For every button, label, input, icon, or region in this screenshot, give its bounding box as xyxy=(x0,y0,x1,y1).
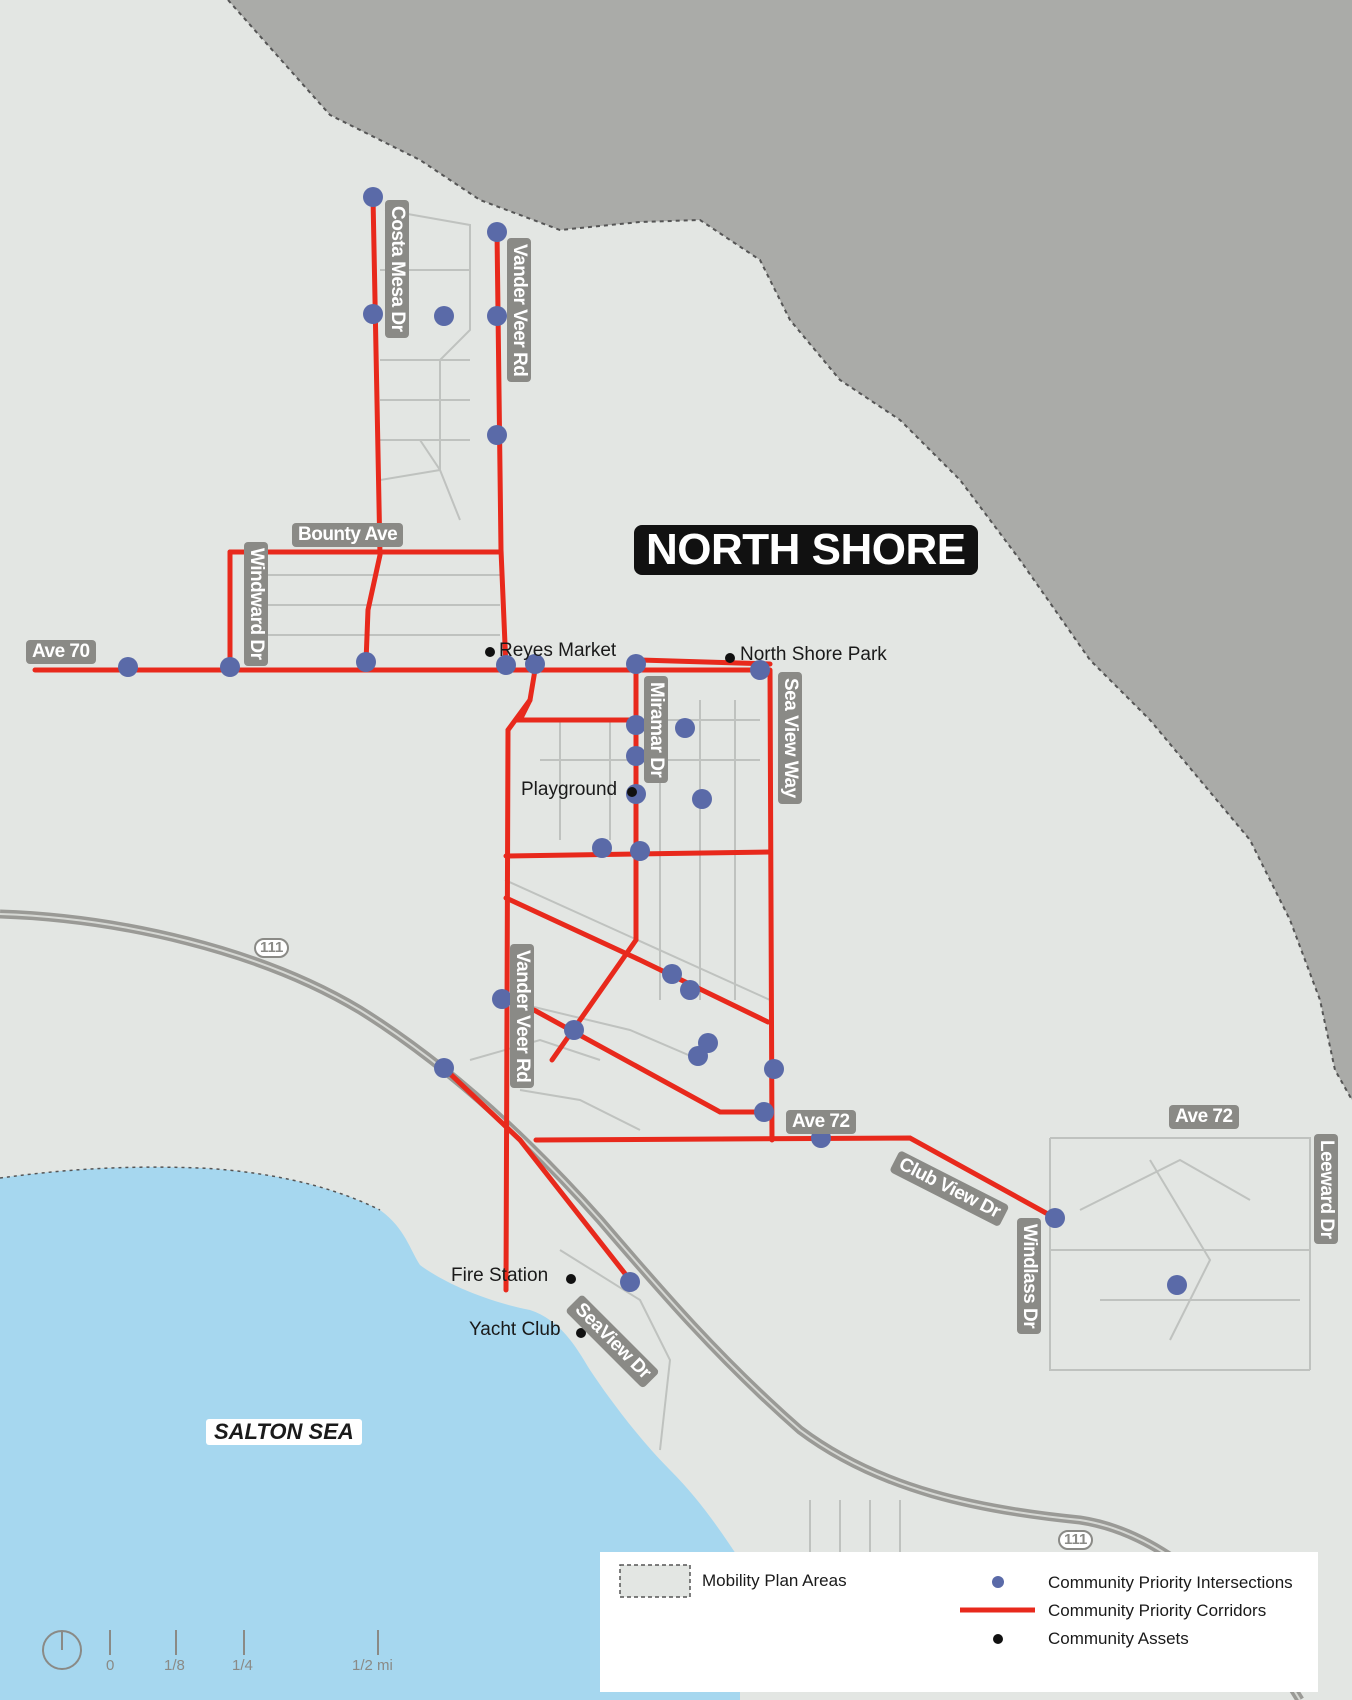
street-label-vander-veer-south: Vander Veer Rd xyxy=(510,944,534,1089)
corridor-diag-1 xyxy=(503,895,771,1025)
legend-community-assets: Community Assets xyxy=(1048,1629,1189,1648)
intersection xyxy=(363,187,383,207)
intersection xyxy=(434,1058,454,1078)
scale-label-quarter: 1/4 xyxy=(232,1657,253,1674)
shoreline-boundary xyxy=(0,1166,381,1211)
asset-label-playground: Playground xyxy=(521,779,618,800)
corridor-seaview-dr xyxy=(441,1065,633,1283)
intersection xyxy=(662,964,682,984)
highway-shield-111: 111 xyxy=(254,938,290,958)
intersection xyxy=(764,1059,784,1079)
street-label-costa-mesa: Costa Mesa Dr xyxy=(385,200,409,338)
street-label-miramar: Miramar Dr xyxy=(644,676,668,784)
corridor-ave-70-east xyxy=(637,657,773,667)
intersection xyxy=(496,655,516,675)
map-legend: Mobility Plan Areas Community Priority I… xyxy=(600,1552,1318,1692)
intersection xyxy=(492,989,512,1009)
corridor-miramar xyxy=(549,665,639,1063)
intersection xyxy=(525,654,545,674)
corridor-diag-2 xyxy=(531,1007,773,1115)
intersection xyxy=(1167,1275,1187,1295)
salton-sea xyxy=(0,1167,740,1700)
asset-label-north-shore-park: North Shore Park xyxy=(740,644,887,665)
asset-label-fire-station: Fire Station xyxy=(451,1265,549,1286)
intersection xyxy=(220,657,240,677)
priority-intersections xyxy=(118,187,1187,1295)
legend-intersection-swatch xyxy=(992,1576,1004,1588)
street-label-ave-72-east: Ave 72 xyxy=(1169,1105,1239,1129)
asset-label-yacht-club: Yacht Club xyxy=(469,1319,561,1340)
intersection xyxy=(487,306,507,326)
scale-label-eighth: 1/8 xyxy=(164,1657,185,1674)
street-label-leeward: Leeward Dr xyxy=(1314,1134,1338,1245)
intersection xyxy=(434,306,454,326)
intersection xyxy=(118,657,138,677)
legend-priority-corridors: Community Priority Corridors xyxy=(1048,1601,1267,1620)
street-label-ave-70: Ave 70 xyxy=(26,640,96,664)
intersection xyxy=(356,652,376,672)
street-label-ave-72: Ave 72 xyxy=(786,1110,856,1134)
street-label-sea-view-way: Sea View Way xyxy=(778,672,802,804)
intersection xyxy=(363,304,383,324)
street-label-vander-veer-north: Vander Veer Rd xyxy=(507,238,531,383)
intersection xyxy=(630,841,650,861)
highway-111-centerline xyxy=(0,913,1301,1700)
asset-dot-yacht-club xyxy=(576,1328,586,1338)
legend-mobility-area-swatch xyxy=(619,1564,691,1598)
asset-label-reyes-market: Reyes Market xyxy=(499,640,617,661)
corridor-vander-veer-north xyxy=(494,229,509,671)
corridor-vander-veer-south xyxy=(503,667,538,1293)
intersection xyxy=(680,980,700,1000)
upland-terrain xyxy=(228,0,1352,1100)
intersection xyxy=(487,425,507,445)
street-label-windlass: Windlass Dr xyxy=(1017,1218,1041,1335)
map-title: NORTH SHORE xyxy=(634,525,978,575)
intersection xyxy=(626,715,646,735)
community-assets xyxy=(485,647,735,1338)
intersection xyxy=(564,1020,584,1040)
scale-bar xyxy=(42,1630,379,1670)
intersection xyxy=(692,789,712,809)
legend-priority-intersections: Community Priority Intersections xyxy=(1048,1573,1293,1592)
intersection xyxy=(620,1272,640,1292)
street-label-windward: Windward Dr xyxy=(244,542,268,666)
plan-area-boundary xyxy=(227,0,1352,1101)
legend-mobility-plan-areas: Mobility Plan Areas xyxy=(702,1571,847,1590)
corridor-ave-72 xyxy=(533,1135,1058,1221)
intersection xyxy=(1045,1208,1065,1228)
asset-dot-fire-station xyxy=(566,1274,576,1284)
scale-label-0: 0 xyxy=(106,1657,115,1674)
legend-asset-swatch xyxy=(993,1634,1003,1644)
legend-symbols xyxy=(619,1564,1035,1644)
intersection xyxy=(626,654,646,674)
water-label: SALTON SEA xyxy=(206,1419,362,1445)
asset-dot-north-shore-park xyxy=(725,653,735,663)
intersection xyxy=(487,222,507,242)
intersection xyxy=(675,718,695,738)
corridor-connector xyxy=(515,697,638,723)
intersection xyxy=(754,1102,774,1122)
asset-dot-reyes-market xyxy=(485,647,495,657)
intersection xyxy=(750,660,770,680)
corridor-costa-mesa xyxy=(363,194,383,665)
intersection xyxy=(626,746,646,766)
intersection xyxy=(592,838,612,858)
asset-dot-playground xyxy=(627,787,637,797)
street-label-bounty-ave: Bounty Ave xyxy=(292,523,404,547)
highway-shield-111: 111 xyxy=(1058,1530,1094,1550)
scale-label-half-mile: 1/2 mi xyxy=(352,1657,393,1674)
intersection xyxy=(688,1046,708,1066)
